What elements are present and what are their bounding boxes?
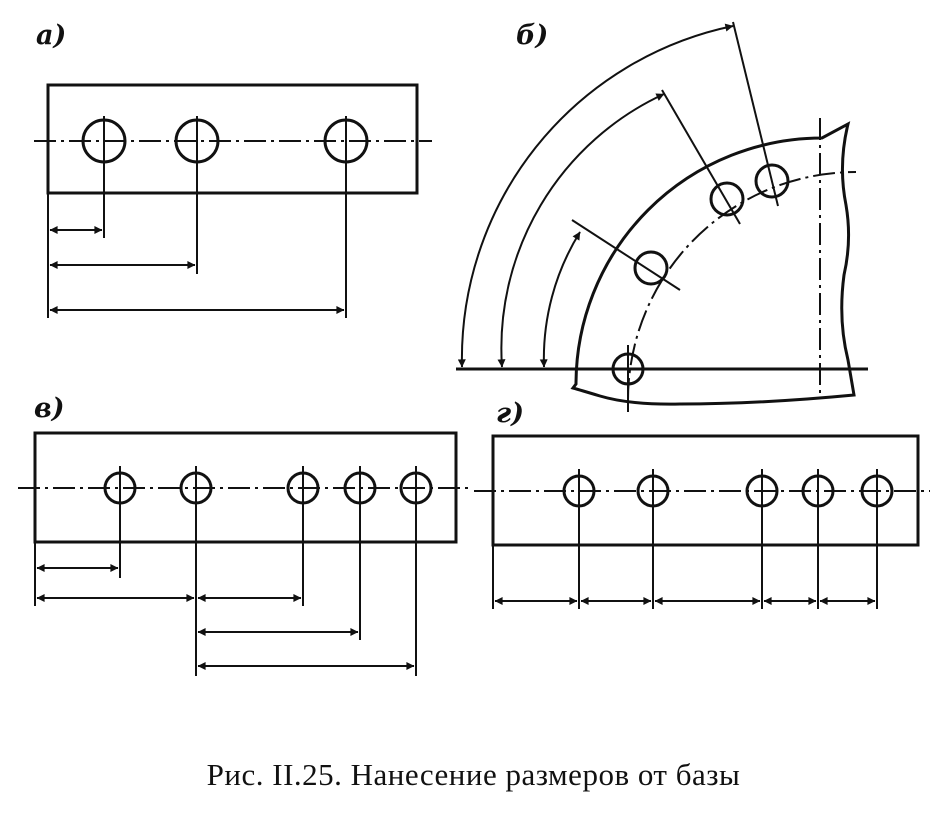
panel-label-b: б) [516, 20, 549, 51]
panel-label-v: в) [34, 393, 65, 424]
panel-a-drawing [34, 85, 432, 318]
panel-v-drawing [18, 433, 470, 676]
panel-b-hole-3 [711, 183, 743, 215]
panel-label-a: а) [36, 20, 67, 51]
panel-g-drawing [474, 436, 930, 609]
panel-b-dim-arc-1 [539, 232, 580, 368]
panel-b-hole-4 [756, 165, 788, 197]
panel-b-dim-arc-3 [457, 23, 734, 368]
figure-caption: Рис. II.25. Нанесение размеров от базы [206, 757, 741, 792]
panel-a-plate [48, 85, 417, 193]
panel-b-drawing [456, 22, 868, 412]
panel-label-g: г) [496, 398, 524, 429]
